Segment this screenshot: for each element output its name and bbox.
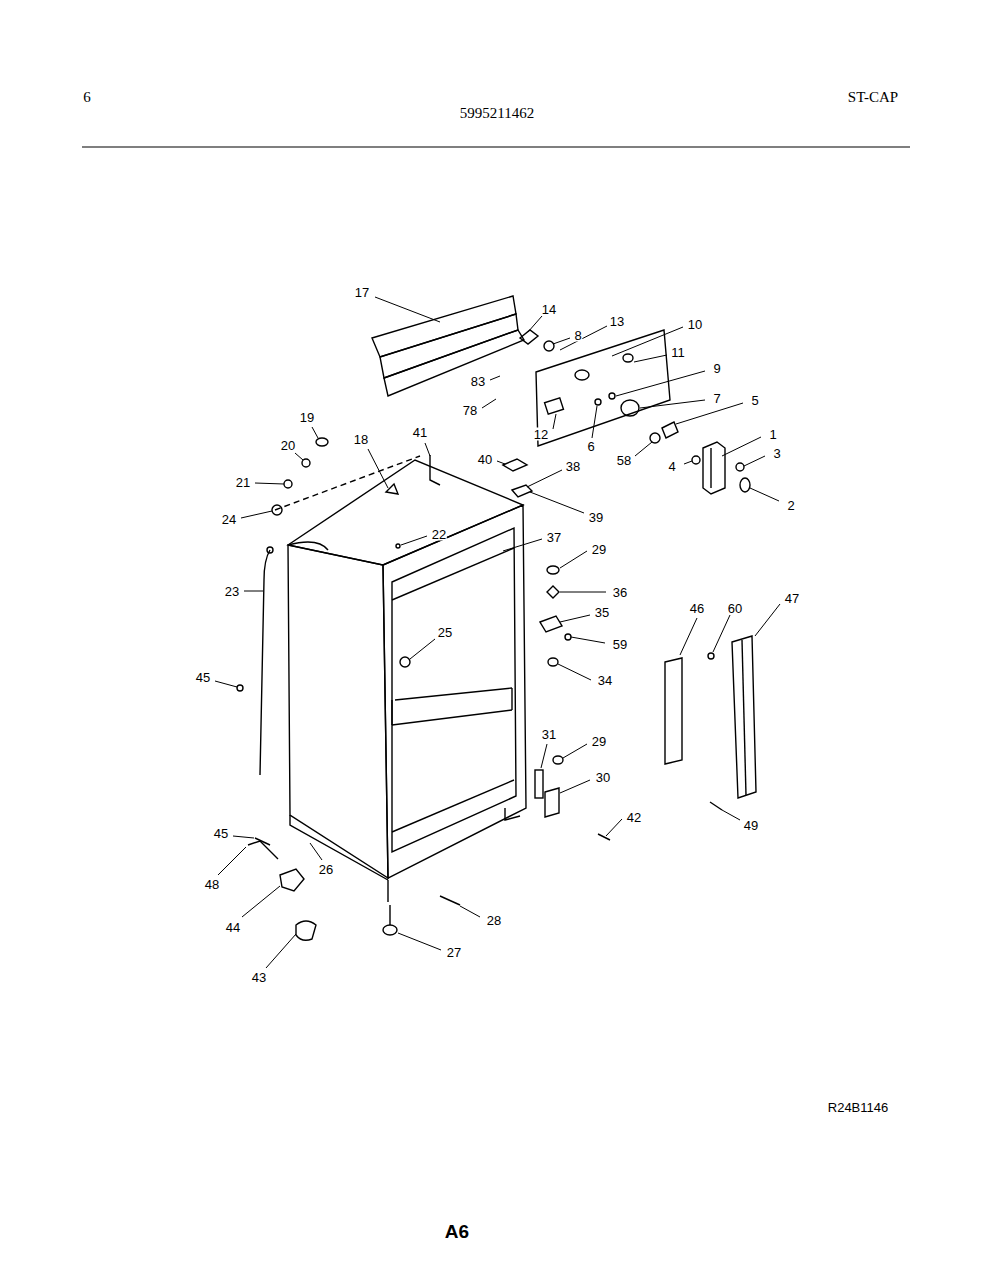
leader-lines: [215, 297, 780, 968]
callout-number: 21: [235, 476, 251, 489]
callout-number: 83: [470, 375, 486, 388]
door-strips: [665, 636, 756, 810]
callout-number: 49: [743, 819, 759, 832]
callout-number: 41: [412, 426, 428, 439]
header-text: 5995211462: [459, 106, 535, 121]
callout-number: 12: [533, 428, 549, 441]
callout-number: 27: [446, 946, 462, 959]
callout-number: 47: [784, 592, 800, 605]
callout-number: 25: [437, 626, 453, 639]
control-panel: [520, 330, 678, 446]
callout-number: 46: [689, 602, 705, 615]
callout-number: 4: [667, 460, 676, 473]
callout-number: 40: [477, 453, 493, 466]
callout-number: 1: [768, 428, 777, 441]
callout-number: 29: [591, 735, 607, 748]
callout-number: 3: [772, 447, 781, 460]
callout-number: 17: [354, 286, 370, 299]
callout-number: 5: [750, 394, 759, 407]
callout-number: 23: [224, 585, 240, 598]
callout-number: 37: [546, 531, 562, 544]
callout-number: 10: [687, 318, 703, 331]
callout-number: 11: [670, 346, 686, 359]
callout-number: 6: [586, 440, 595, 453]
callout-number: 8: [573, 329, 582, 342]
page-code: A6: [444, 1222, 470, 1241]
callout-number: 22: [431, 528, 447, 541]
header-rule: [82, 146, 910, 147]
callout-number: 35: [594, 606, 610, 619]
callout-number: 45: [195, 671, 211, 684]
callout-number: 18: [353, 433, 369, 446]
thermostat: [692, 442, 750, 494]
callout-number: 60: [727, 602, 743, 615]
cabinet: [275, 455, 532, 880]
callout-number: 34: [597, 674, 613, 687]
header-text: ST-CAP: [847, 90, 899, 105]
callout-number: 78: [462, 404, 478, 417]
callout-number: 7: [712, 392, 721, 405]
callout-number: 39: [588, 511, 604, 524]
callout-number: 19: [299, 411, 315, 424]
callout-number: 20: [280, 439, 296, 452]
callout-number: 9: [712, 362, 721, 375]
callout-number: 31: [541, 728, 557, 741]
callout-number: 59: [612, 638, 628, 651]
callout-number: 48: [204, 878, 220, 891]
callout-number: 43: [251, 971, 267, 984]
callout-number: 13: [609, 315, 625, 328]
drawing-code: R24B1146: [827, 1101, 889, 1114]
header-text: 6: [82, 90, 92, 105]
callout-number: 26: [318, 863, 334, 876]
callout-number: 28: [486, 914, 502, 927]
callout-number: 58: [616, 454, 632, 467]
callout-number: 29: [591, 543, 607, 556]
callout-number: 42: [626, 811, 642, 824]
callout-number: 14: [541, 303, 557, 316]
callout-number: 38: [565, 460, 581, 473]
bottom-parts: [248, 838, 460, 940]
callout-number: 30: [595, 771, 611, 784]
hinge-parts: [535, 566, 610, 840]
callout-number: 36: [612, 586, 628, 599]
callout-number: 2: [786, 499, 795, 512]
callout-number: 24: [221, 513, 237, 526]
drain-tube: [237, 438, 398, 775]
callout-number: 44: [225, 921, 241, 934]
top-bar: [372, 296, 524, 396]
callout-number: 45: [213, 827, 229, 840]
